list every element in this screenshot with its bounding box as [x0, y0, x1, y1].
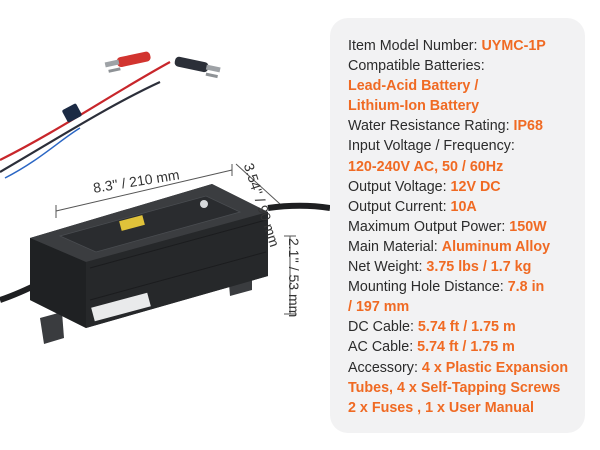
- spec-value: 2 x Fuses , 1 x User Manual: [348, 399, 534, 416]
- spec-line: Maximum Output Power: 150W: [348, 217, 588, 237]
- spec-line: Water Resistance Rating: IP68: [348, 116, 588, 136]
- spec-value: 7.8 in: [507, 279, 545, 296]
- mounting-flange-left: [40, 312, 64, 344]
- spec-line: / 197 mm: [348, 297, 588, 317]
- spec-line: Mounting Hole Distance: 7.8 in: [348, 277, 588, 297]
- fuse-holder: [62, 103, 82, 123]
- spec-label: Maximum Output Power:: [348, 218, 510, 235]
- spec-value: 10A: [450, 198, 477, 215]
- spec-value: Lithium-Ion Battery: [348, 98, 480, 115]
- spec-value: 5.74 ft / 1.75 m: [417, 319, 516, 336]
- spec-list: Item Model Number: UYMC-1P Compatible Bat…: [348, 36, 588, 418]
- spec-value: 12V DC: [450, 178, 501, 195]
- spec-value: 120-240V AC, 50 / 60Hz: [348, 158, 504, 175]
- dc-cable: [267, 202, 330, 211]
- spec-label: Output Current:: [348, 198, 451, 215]
- spec-line: Tubes, 4 x Self-Tapping Screws: [348, 378, 588, 398]
- spec-label: Water Resistance Rating:: [348, 118, 514, 135]
- spec-label: Net Weight:: [348, 259, 427, 276]
- spec-label: Item Model Number:: [348, 38, 482, 54]
- spec-value: 3.75 lbs / 1.7 kg: [426, 259, 532, 276]
- spec-value: IP68: [513, 118, 543, 135]
- spec-panel: Item Model Number: UYMC-1P Compatible Bat…: [330, 18, 585, 433]
- spec-value: / 197 mm: [348, 299, 410, 316]
- spec-value: 4 x Plastic Expansion: [421, 359, 569, 376]
- barcode-sticker: [91, 292, 151, 322]
- spec-value: UYMC-1P: [481, 38, 546, 54]
- spec-value: 5.74 ft / 1.75 m: [417, 339, 515, 356]
- spec-label: DC Cable:: [348, 319, 418, 336]
- spec-line: Lithium-Ion Battery: [348, 96, 588, 116]
- spec-label: Main Material:: [348, 238, 442, 255]
- spec-label: Accessory:: [348, 359, 422, 376]
- spec-value: 150W: [509, 218, 547, 235]
- spec-label: Output Voltage:: [348, 178, 451, 195]
- status-led-icon: [200, 200, 208, 208]
- product-illustration: 8.3'' / 210 mm 3.54'' / 90 mm 2.1'' / 53…: [0, 51, 330, 344]
- spec-label: Mounting Hole Distance:: [348, 279, 508, 296]
- spec-line: Item Model Number: UYMC-1P: [348, 36, 588, 56]
- spec-label: Input Voltage / Frequency:: [348, 138, 515, 155]
- spec-value: Tubes, 4 x Self-Tapping Screws: [348, 379, 561, 396]
- charger-drawing: [0, 51, 330, 344]
- spec-line: Compatible Batteries:: [348, 56, 588, 76]
- spec-line: Main Material: Aluminum Alloy: [348, 237, 588, 257]
- spec-line: Output Current: 10A: [348, 197, 588, 217]
- blue-cable: [4, 127, 81, 179]
- red-cable: [0, 61, 171, 161]
- warning-label-icon: [119, 215, 145, 231]
- black-clamp-icon: [174, 56, 221, 79]
- spec-line: 2 x Fuses , 1 x User Manual: [348, 398, 588, 418]
- spec-value: Aluminum Alloy: [441, 238, 551, 255]
- spec-line: 120-240V AC, 50 / 60Hz: [348, 157, 588, 177]
- spec-line: Net Weight: 3.75 lbs / 1.7 kg: [348, 257, 588, 277]
- spec-line: AC Cable: 5.74 ft / 1.75 m: [348, 337, 588, 357]
- black-cable: [0, 81, 161, 173]
- spec-value: Lead-Acid Battery /: [348, 78, 479, 95]
- spec-line: Accessory: 4 x Plastic Expansion: [348, 358, 588, 378]
- spec-line: Lead-Acid Battery /: [348, 76, 588, 96]
- spec-label: AC Cable:: [348, 339, 418, 356]
- spec-line: DC Cable: 5.74 ft / 1.75 m: [348, 317, 588, 337]
- spec-line: Output Voltage: 12V DC: [348, 177, 588, 197]
- red-clamp-icon: [104, 51, 151, 73]
- spec-line: Input Voltage / Frequency:: [348, 136, 588, 156]
- spec-label: Compatible Batteries:: [348, 58, 485, 75]
- dimension-height: 2.1'' / 53 mm: [286, 238, 302, 318]
